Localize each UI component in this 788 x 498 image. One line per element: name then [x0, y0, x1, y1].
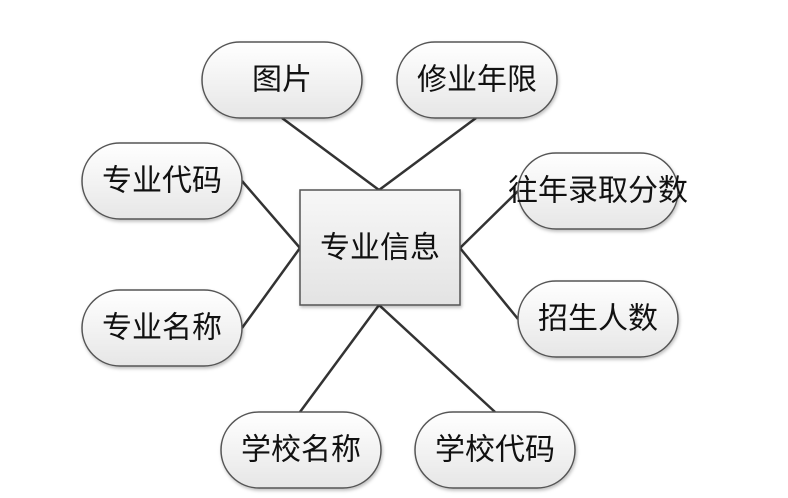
attribute-major-name: 专业名称 [81, 289, 243, 367]
connector-major-name [240, 247, 302, 329]
connector-image [281, 116, 380, 192]
connector-school-name [298, 304, 381, 413]
attribute-label: 修业年限 [417, 63, 537, 98]
attribute-label: 往年录取分数 [508, 174, 688, 209]
attribute-school-name: 学校名称 [220, 411, 382, 489]
attribute-image: 图片 [201, 41, 363, 119]
connector-school-code [378, 304, 496, 413]
connector-study-years [378, 116, 477, 192]
attribute-past-scores: 往年录取分数 [508, 152, 688, 230]
attribute-label: 专业代码 [102, 164, 222, 199]
attribute-major-code: 专业代码 [81, 142, 243, 220]
attribute-label: 学校名称 [241, 433, 361, 468]
connector-past-scores [459, 190, 519, 249]
attribute-label: 招生人数 [538, 302, 658, 337]
attribute-school-code: 学校代码 [414, 411, 576, 489]
attribute-study-years: 修业年限 [396, 41, 558, 119]
entity-label: 专业信息 [320, 231, 440, 266]
attribute-label: 图片 [252, 63, 312, 98]
attribute-label: 学校代码 [435, 433, 555, 468]
attribute-label: 专业名称 [102, 311, 222, 346]
connectors [240, 116, 519, 413]
connector-enrollment [459, 247, 519, 320]
connector-major-code [241, 180, 301, 249]
attribute-enrollment: 招生人数 [517, 280, 679, 358]
entity-major-info: 专业信息 [299, 189, 461, 306]
